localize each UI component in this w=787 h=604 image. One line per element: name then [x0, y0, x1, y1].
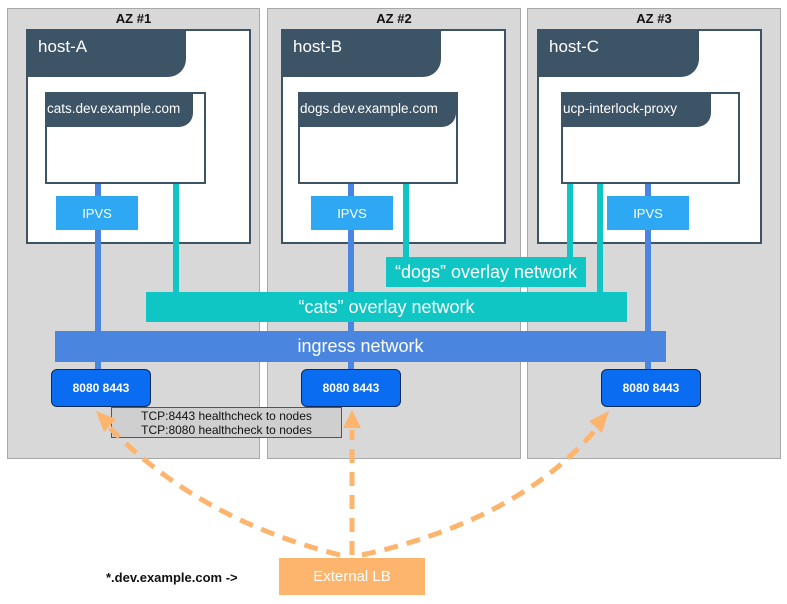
cats-overlay-link-a	[173, 184, 179, 294]
arrow-to-host-c	[361, 426, 599, 558]
ports-host-a: 8080 8443	[51, 369, 151, 407]
healthcheck-line-8080: TCP:8080 healthcheck to nodes	[141, 423, 312, 437]
host-name: host-B	[281, 29, 441, 77]
host-name: host-C	[537, 29, 699, 77]
external-load-balancer: External LB	[279, 558, 425, 595]
dogs-overlay-network: “dogs” overlay network	[386, 257, 586, 287]
arrowhead-host-c	[589, 411, 609, 433]
ipvs-host-b: IPVS	[311, 196, 393, 230]
ipvs-host-c: IPVS	[607, 196, 689, 230]
ipvs-host-a: IPVS	[56, 196, 138, 230]
ports-host-b: 8080 8443	[301, 369, 401, 407]
az-title: AZ #2	[376, 11, 412, 26]
dns-wildcard-label: *.dev.example.com ->	[106, 570, 238, 585]
arrowhead-host-b	[343, 410, 361, 428]
arrow-to-host-a	[108, 426, 341, 558]
dogs-overlay-link-c	[567, 184, 573, 258]
service-name: dogs.dev.example.com	[298, 92, 456, 127]
healthcheck-line-8443: TCP:8443 healthcheck to nodes	[141, 409, 312, 423]
service-cats: cats.dev.example.com	[45, 92, 206, 184]
host-name: host-A	[26, 29, 186, 77]
dogs-overlay-link-b	[403, 184, 409, 258]
az-title: AZ #1	[115, 11, 152, 26]
service-name: ucp-interlock-proxy	[561, 92, 711, 127]
ingress-network: ingress network	[55, 331, 666, 362]
service-interlock-proxy: ucp-interlock-proxy	[561, 92, 740, 184]
ports-host-c: 8080 8443	[601, 369, 701, 407]
ingress-link-host-c	[645, 184, 651, 370]
az-title: AZ #3	[636, 11, 672, 26]
ingress-link-host-a	[95, 184, 101, 370]
service-dogs: dogs.dev.example.com	[298, 92, 458, 184]
cats-overlay-network: “cats” overlay network	[146, 292, 627, 322]
service-name: cats.dev.example.com	[45, 92, 193, 127]
healthcheck-note: TCP:8443 healthcheck to nodes TCP:8080 h…	[111, 407, 342, 438]
ingress-link-host-b	[348, 184, 354, 370]
arrowhead-host-a	[96, 411, 116, 432]
cats-overlay-link-c	[597, 184, 603, 294]
